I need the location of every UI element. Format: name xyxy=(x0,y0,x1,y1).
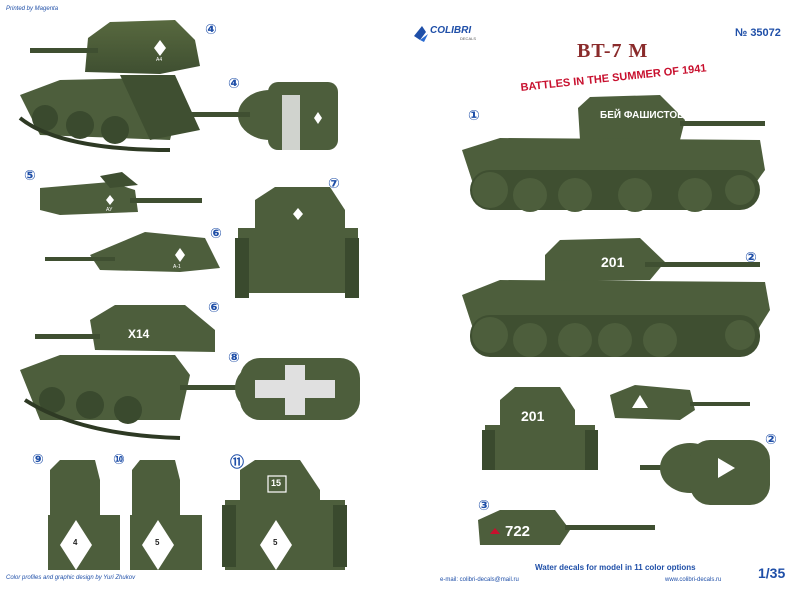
tank-front-number-201: 201 xyxy=(521,408,545,424)
tank-option-5 xyxy=(40,172,202,215)
tank-option-2-turret xyxy=(610,385,750,420)
colibri-logo: COLIBRI DECALS xyxy=(412,22,482,44)
website-text: www.colibri-decals.ru xyxy=(665,577,722,583)
colibri-bird-icon xyxy=(414,26,428,42)
option-number: ⑧ xyxy=(228,350,240,366)
option-number: ⑦ xyxy=(328,176,340,192)
catalog-number: № 35072 xyxy=(735,27,781,39)
option-number: ⑩ xyxy=(113,452,125,468)
tank-option-2-side xyxy=(462,238,770,357)
model-title: BT-7 M xyxy=(577,40,649,62)
tank-option-1-side xyxy=(462,95,765,212)
tank-number-201: 201 xyxy=(601,254,625,270)
tank-option-7-front xyxy=(235,187,359,298)
diamond-label: 5 xyxy=(273,538,278,547)
slogan-marking: БЕЙ ФАШИСТОВ xyxy=(600,110,685,121)
diamond-label: 4 xyxy=(73,538,78,547)
option-number: ⑨ xyxy=(32,452,44,468)
tank-number-x14: X14 xyxy=(128,327,150,341)
tank-number-722: 722 xyxy=(505,523,531,540)
tank-option-9-front xyxy=(48,460,120,570)
tank-option-6-side xyxy=(45,232,220,272)
option-number: ② xyxy=(745,250,757,266)
printed-by-label: Printed by Magenta xyxy=(6,6,59,12)
credits-text: Color profiles and graphic design by Yur… xyxy=(6,575,136,581)
small-diamond-label: А4 xyxy=(156,57,163,63)
option-number: ⑪ xyxy=(230,455,244,471)
tank-option-8-top xyxy=(180,358,360,420)
scale-label: 1/35 xyxy=(758,565,786,581)
tank-option-2-top xyxy=(640,440,770,505)
tank-option-3-turret xyxy=(478,510,655,545)
option-number: ④ xyxy=(205,22,217,38)
diamond-label: 5 xyxy=(155,538,160,547)
small-diamond-label: А-1 xyxy=(173,264,181,270)
tank-option-6-big xyxy=(20,305,215,440)
option-number: ③ xyxy=(478,498,490,514)
brand-name: COLIBRI xyxy=(430,25,472,36)
option-number: ⑤ xyxy=(24,168,36,184)
option-number: ① xyxy=(468,108,480,124)
option-number: ② xyxy=(765,432,777,448)
description-text: Water decals for model in 11 color optio… xyxy=(535,563,696,572)
tank-option-4-top xyxy=(180,82,338,150)
option-number: ⑥ xyxy=(208,300,220,316)
brand-sub: DECALS xyxy=(460,36,477,41)
tank-option-10-front xyxy=(130,460,202,570)
tank-option-4-side xyxy=(18,20,200,152)
email-text: e-mail: colibri-decals@mail.ru xyxy=(440,577,519,583)
tank-option-2-front xyxy=(482,387,598,470)
tank-option-11-front xyxy=(222,460,347,570)
option-number: ④ xyxy=(228,76,240,92)
box-number-15: 15 xyxy=(271,478,282,488)
small-diamond-label: АУ xyxy=(106,207,113,213)
option-number: ⑥ xyxy=(210,226,222,242)
